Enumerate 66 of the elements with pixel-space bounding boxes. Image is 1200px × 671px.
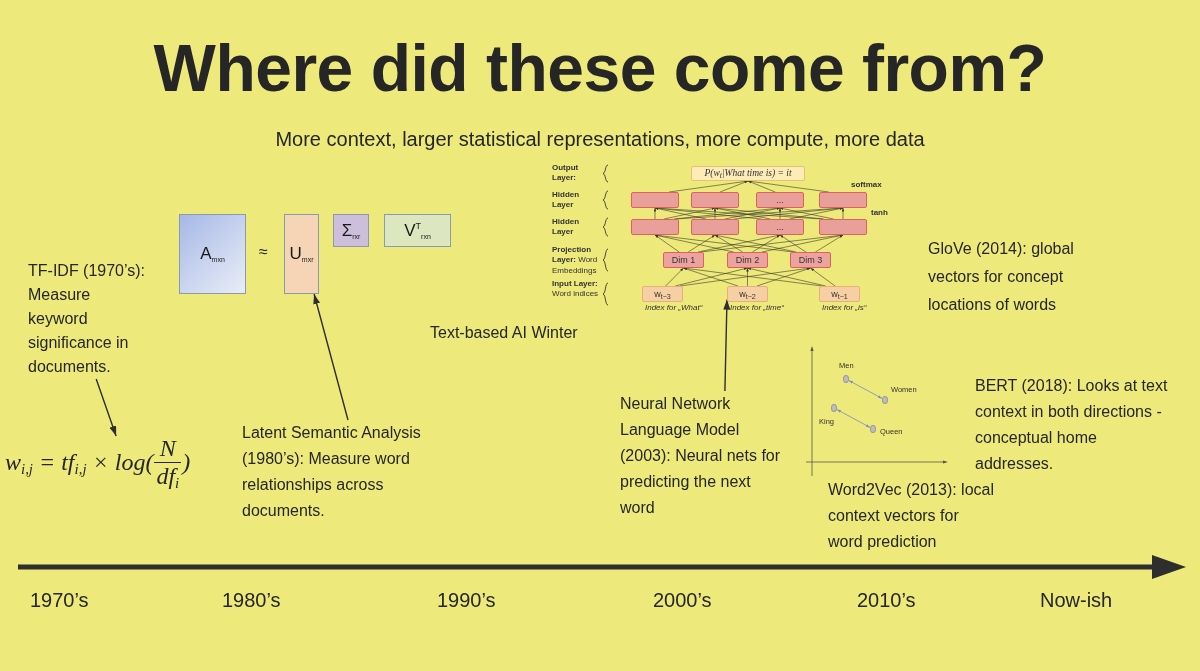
vector-arrow [836, 409, 871, 428]
vector-arrow [848, 380, 883, 399]
annotation-text: Neural Network Language Model (2003): Neural nets for predicting the next word [620, 391, 785, 521]
unit-label: w$_{t−2}$ [739, 289, 756, 299]
annotation-text: Text-based AI Winter [430, 323, 578, 343]
hidden-unit-box [756, 192, 804, 208]
activation-label: tanh [871, 209, 888, 217]
unit-label: w$_{t−3}$ [654, 289, 671, 299]
arrow [723, 298, 731, 392]
matrix-block [384, 214, 451, 247]
unit-label: Dim 1 [671, 255, 696, 265]
matrix-block [333, 214, 369, 247]
embedding-unit-box [790, 252, 831, 268]
annotation-text: Latent Semantic Analysis (1980’s): Measure word relationships across documents. [242, 420, 442, 524]
title: Where did these come from? [153, 32, 1047, 105]
hidden-unit-box [691, 192, 739, 208]
matrix-label: A$_{mxn}$ [200, 245, 225, 263]
embedding-unit-box [663, 252, 704, 268]
decade-label: 1970’s [30, 588, 89, 612]
hidden-unit-box [691, 219, 739, 235]
hidden-unit-box [756, 219, 804, 235]
arrow [313, 293, 349, 421]
approx-sign: ≈ [259, 244, 268, 260]
data-point-icon [870, 425, 876, 433]
layer-label: Hidden Layer [552, 190, 581, 211]
annotation-text: Word2Vec (2013): local context vectors for word prediction [828, 480, 995, 552]
decade-label: 2000’s [653, 588, 712, 612]
hidden-unit-box [819, 192, 867, 208]
matrix-block [284, 214, 319, 294]
input-box [727, 286, 768, 302]
index-caption: Index for „is“ [822, 304, 867, 312]
unit-label: Dim 2 [735, 255, 760, 265]
layer-label: Output Layer: [552, 163, 580, 184]
annotation-text: GloVe (2014): global vectors for concept locations of words [928, 239, 1075, 315]
data-point-icon [882, 396, 888, 404]
index-caption: Index for „time“ [730, 304, 784, 312]
unit-label: ... [776, 195, 784, 205]
unit-label: Dim 3 [798, 255, 823, 265]
decade-label: 2010’s [857, 588, 916, 612]
output-box [691, 166, 805, 181]
data-point-icon [843, 375, 849, 383]
layer-label: Input Layer: Word indices [552, 279, 600, 300]
index-caption: Index for „What“ [645, 304, 703, 312]
matrix-label: Σ$_{rxr}$ [341, 221, 361, 240]
subtitle: More context, larger statistical representations, more compute, more data [275, 127, 925, 151]
activation-label: softmax [851, 181, 882, 189]
decade-label: 1980’s [222, 588, 281, 612]
input-box [819, 286, 860, 302]
matrix-label: U$_{mxr}$ [289, 245, 314, 263]
decade-label: 1990’s [437, 588, 496, 612]
layer-label: Projection Layer: Word Embeddings [552, 245, 599, 277]
decade-label: Now-ish [1040, 588, 1113, 612]
annotation-text: TF-IDF (1970’s): Measure keyword significance in documents. [28, 259, 152, 379]
data-point-icon [831, 404, 837, 412]
unit-label: ... [776, 222, 784, 232]
hidden-unit-box [819, 219, 867, 235]
probability-formula: P(w$_{t}$|What time is) = it [704, 168, 792, 179]
embedding-unit-box [727, 252, 768, 268]
hidden-unit-box [631, 219, 679, 235]
input-box [642, 286, 683, 302]
arrow [95, 378, 117, 437]
annotation-text: BERT (2018): Looks at text context in both directions - conceptual home addresses. [975, 376, 1169, 474]
unit-label: w$_{t−1}$ [831, 289, 848, 299]
matrix-block [179, 214, 246, 294]
layer-label: Hidden Layer [552, 217, 581, 238]
hidden-unit-box [631, 192, 679, 208]
